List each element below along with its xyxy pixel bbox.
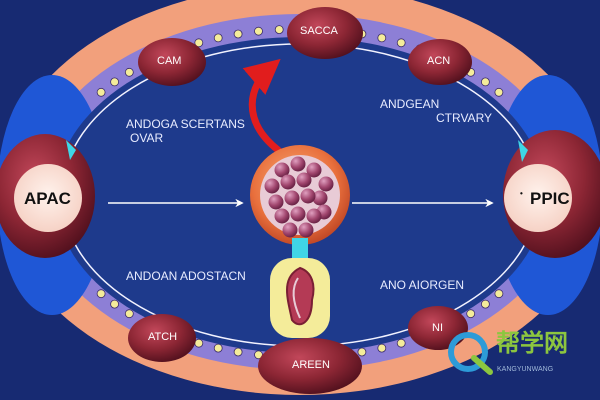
bead <box>194 38 204 48</box>
bead <box>110 299 119 309</box>
bead <box>233 29 243 39</box>
bead <box>254 26 263 36</box>
cell-sphere <box>306 162 322 178</box>
bead <box>377 343 387 353</box>
cell-sphere <box>296 172 312 188</box>
label-right-text-2: CTRVARY <box>436 111 493 125</box>
bead <box>110 77 119 87</box>
upper-right-node <box>408 39 472 85</box>
upper-left-node <box>138 38 206 86</box>
cell-sphere <box>290 156 306 172</box>
label-lower-right-text: ANO AIORGEN <box>380 278 465 292</box>
label-right-node-prefix: • <box>520 189 523 198</box>
cell-sphere <box>268 194 284 210</box>
bead <box>494 87 504 97</box>
left-connector <box>66 140 76 160</box>
bottom-node <box>258 338 362 394</box>
bead <box>377 33 387 43</box>
bead <box>213 343 223 353</box>
bead <box>466 309 476 319</box>
bead <box>124 67 134 77</box>
cell-sphere <box>312 190 328 206</box>
watermark-q-icon <box>448 332 488 372</box>
label-bottom: AREEN <box>292 359 330 371</box>
bead <box>96 87 106 97</box>
bead <box>480 77 490 87</box>
lower-left-node <box>128 314 196 362</box>
cell-sphere <box>290 206 306 222</box>
label-top: SACCA <box>300 25 338 37</box>
label-left-text-1: ANDOGA SCERTANS <box>126 117 245 131</box>
bead <box>124 309 134 319</box>
bead <box>274 25 284 35</box>
top-node <box>287 7 363 59</box>
bead <box>233 347 243 357</box>
label-left-node: APAC <box>24 189 71 208</box>
cell-cluster <box>264 156 334 238</box>
cell-sphere <box>298 222 314 238</box>
follicle-core <box>286 266 315 326</box>
right-connector <box>518 140 528 162</box>
watermark-chinese: 帮学网 <box>496 330 568 357</box>
label-lower-left-text: ANDOAN ADOSTACN <box>126 269 246 283</box>
bead <box>213 33 223 43</box>
bead <box>357 347 367 357</box>
bead <box>480 299 490 309</box>
label-right-node: PPIC <box>530 189 570 208</box>
right-circle <box>504 164 572 232</box>
cell-sphere <box>284 190 300 206</box>
left-circle <box>14 164 82 232</box>
cell-sphere <box>282 222 298 238</box>
watermark-latin: KANGYUNWANG <box>497 366 554 373</box>
bead <box>396 338 406 348</box>
label-left-text-2: OVAR <box>130 131 164 145</box>
bead <box>396 38 406 48</box>
cell-sphere <box>264 178 280 194</box>
cell-sphere <box>274 208 290 224</box>
label-upper-right: ACN <box>427 55 451 67</box>
cell-sphere <box>306 208 322 224</box>
cell-sphere <box>280 174 296 190</box>
follicle-detail <box>292 277 301 319</box>
watermark-q-tail <box>471 355 493 375</box>
bead <box>494 289 504 299</box>
watermark <box>448 332 493 375</box>
bead <box>194 338 204 348</box>
cell-sphere <box>300 188 316 204</box>
bead <box>96 289 106 299</box>
label-lower-right: NI <box>432 322 443 334</box>
label-upper-left: CAM <box>157 55 182 67</box>
label-right-text-1: ANDGEAN <box>380 97 440 111</box>
cell-sphere <box>318 176 334 192</box>
label-lower-left: ATCH <box>148 331 178 343</box>
red-cycle-arrow <box>242 58 282 154</box>
cell-sphere <box>274 162 290 178</box>
